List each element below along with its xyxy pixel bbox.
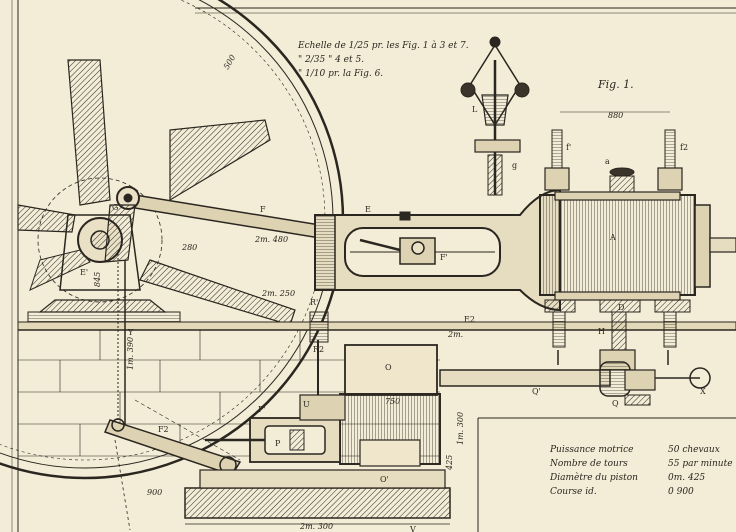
flywheel xyxy=(0,0,345,480)
condenser xyxy=(339,344,441,467)
part-U: U xyxy=(303,400,310,409)
part-E: E xyxy=(365,205,371,214)
dim-2m250: 2m. 250 xyxy=(261,289,295,298)
part-G: G' xyxy=(112,203,121,212)
part-O-prime: O' xyxy=(380,475,389,484)
spec-label: Diamètre du piston xyxy=(549,472,638,483)
dim-900: 900 xyxy=(147,488,162,497)
dim-500: 500 xyxy=(222,53,237,71)
dim-280: 280 xyxy=(181,243,197,252)
spec-label: Puissance motrice xyxy=(549,445,633,455)
part-P-prime: P' xyxy=(258,405,266,414)
part-f2: f2 xyxy=(680,143,688,152)
scale-line-3: " 1/10 pr. la Fig. 6. xyxy=(298,69,383,79)
spec-value: 0 900 xyxy=(668,487,694,497)
dim-845: 845 xyxy=(93,272,102,287)
part-E-prime: E' xyxy=(80,268,88,277)
spec-frame xyxy=(477,417,736,532)
exhaust-pipe xyxy=(439,361,711,406)
spec-value: 0m. 425 xyxy=(668,473,705,483)
dim-880: 880 xyxy=(608,111,623,120)
spec-label: Course id. xyxy=(550,487,597,497)
part-Y: Y xyxy=(127,328,134,337)
governor xyxy=(460,36,530,196)
dim-2m300: 2m. 300 xyxy=(299,522,333,531)
connecting-rod xyxy=(104,186,321,263)
part-L: L xyxy=(472,105,478,114)
dim-750: 750 xyxy=(385,397,400,406)
part-F2: F2 xyxy=(158,425,169,434)
scale-line-1: Echelle de 1/25 pr. les Fig. 1 à 3 et 7. xyxy=(297,40,469,51)
part-H: H xyxy=(598,327,605,336)
part-Q-prime: Q' xyxy=(532,387,541,396)
top-valves xyxy=(544,111,683,193)
part-f-prime: f' xyxy=(566,143,571,152)
dim-2m: 2m. xyxy=(447,330,463,339)
spec-label: Nombre de tours xyxy=(549,459,628,469)
plate-frame xyxy=(11,0,736,532)
spec-value: 50 chevaux xyxy=(668,445,720,455)
part-E2: E2 xyxy=(464,315,475,324)
dim-425: 425 xyxy=(445,455,454,471)
part-R-prime: R' xyxy=(310,298,318,307)
part-F: F xyxy=(260,205,266,214)
cylinder-body xyxy=(314,188,736,313)
part-V: V xyxy=(409,525,416,532)
dim-1m390: 1m. 390 xyxy=(126,337,135,370)
spec-value: 55 par minute xyxy=(668,459,733,469)
pump-lever xyxy=(103,250,242,531)
part-A: A xyxy=(609,233,616,242)
part-g: g xyxy=(512,161,517,170)
pump-foundation xyxy=(184,469,451,525)
figure-label: Fig. 1. xyxy=(597,78,634,91)
part-P: P xyxy=(275,439,281,448)
part-a: a xyxy=(605,157,610,166)
part-X: X xyxy=(700,387,706,396)
dim-2m480: 2m. 480 xyxy=(254,235,288,244)
specs-table: Puissance motrice 50 chevaux Nombre de t… xyxy=(549,445,733,497)
part-Q: Q xyxy=(612,399,619,408)
air-pump xyxy=(205,311,346,463)
part-O: O xyxy=(385,363,392,372)
scale-line-2: " 2/35 " 4 et 5. xyxy=(298,55,364,65)
part-D: D xyxy=(618,303,624,312)
dim-1m300: 1m. 300 xyxy=(456,412,465,445)
part-F-prime: F' xyxy=(440,253,448,262)
part-R2: R2 xyxy=(313,345,324,354)
